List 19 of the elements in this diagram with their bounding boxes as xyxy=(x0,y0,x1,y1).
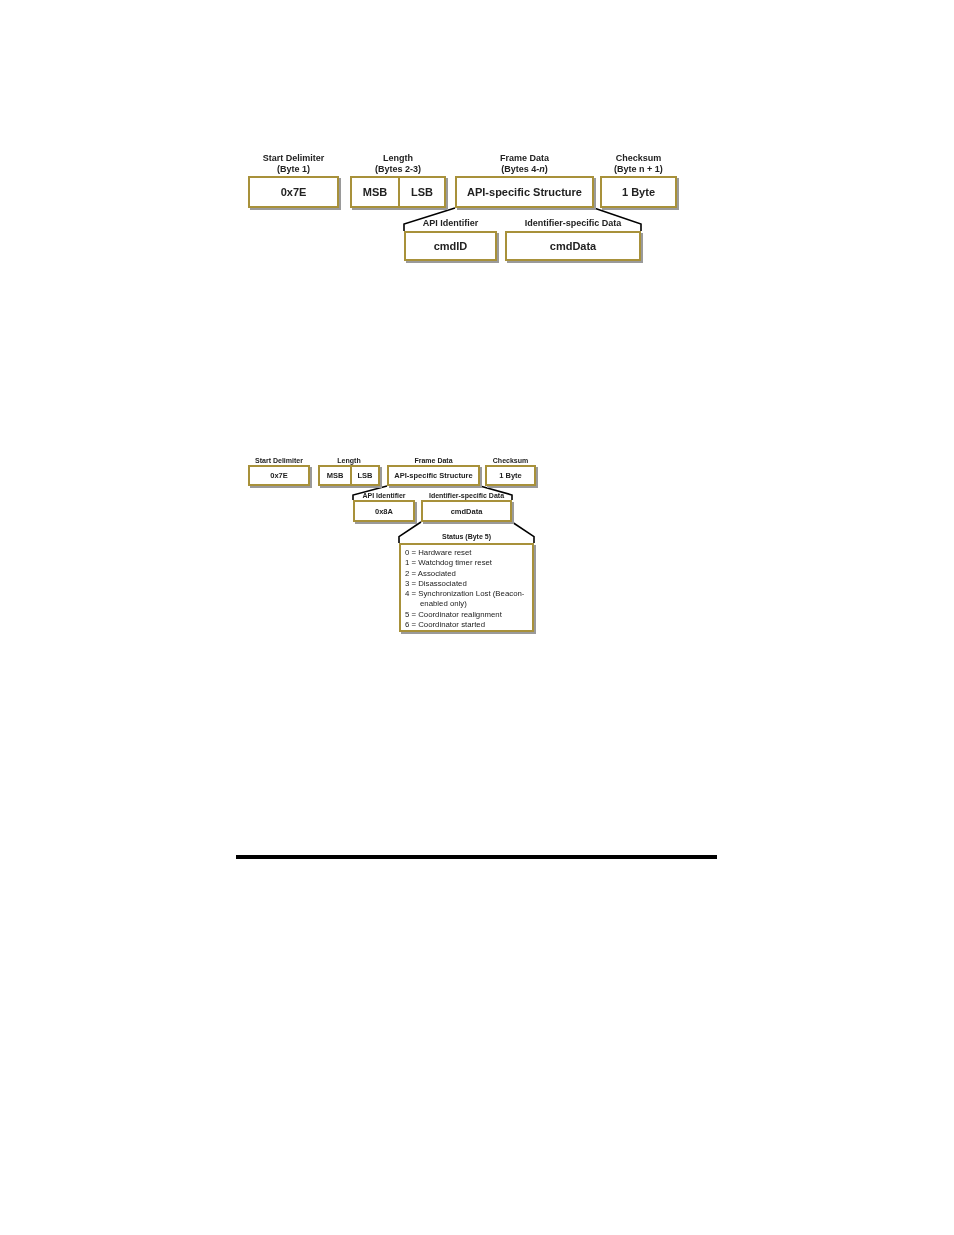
expansion-line xyxy=(403,207,456,232)
field-value: API-specific Structure xyxy=(467,186,582,198)
expansion-line xyxy=(398,521,422,544)
field-value: MSB xyxy=(362,186,388,198)
field-value: 0x7E xyxy=(280,186,307,198)
expansion-line xyxy=(479,485,513,501)
field-heading: API Identifier xyxy=(421,217,480,228)
field-value: cmdID xyxy=(433,240,468,252)
field-value: LSB xyxy=(411,186,433,198)
expansion-line xyxy=(593,207,642,232)
field-heading: Length (Bytes 2-3) xyxy=(374,153,422,174)
field-heading: Start Delimiter (Byte 1) xyxy=(261,153,326,174)
expansion-line xyxy=(352,485,388,501)
field-value: 1 Byte xyxy=(622,186,655,198)
field-heading: Frame Data (Bytes 4-n) xyxy=(499,153,550,174)
expansion-line xyxy=(511,521,535,544)
field-heading: Checksum (Byte n + 1) xyxy=(613,153,664,174)
field-value: cmdData xyxy=(549,240,597,252)
field-heading: Identifier-specific Data xyxy=(523,217,623,228)
